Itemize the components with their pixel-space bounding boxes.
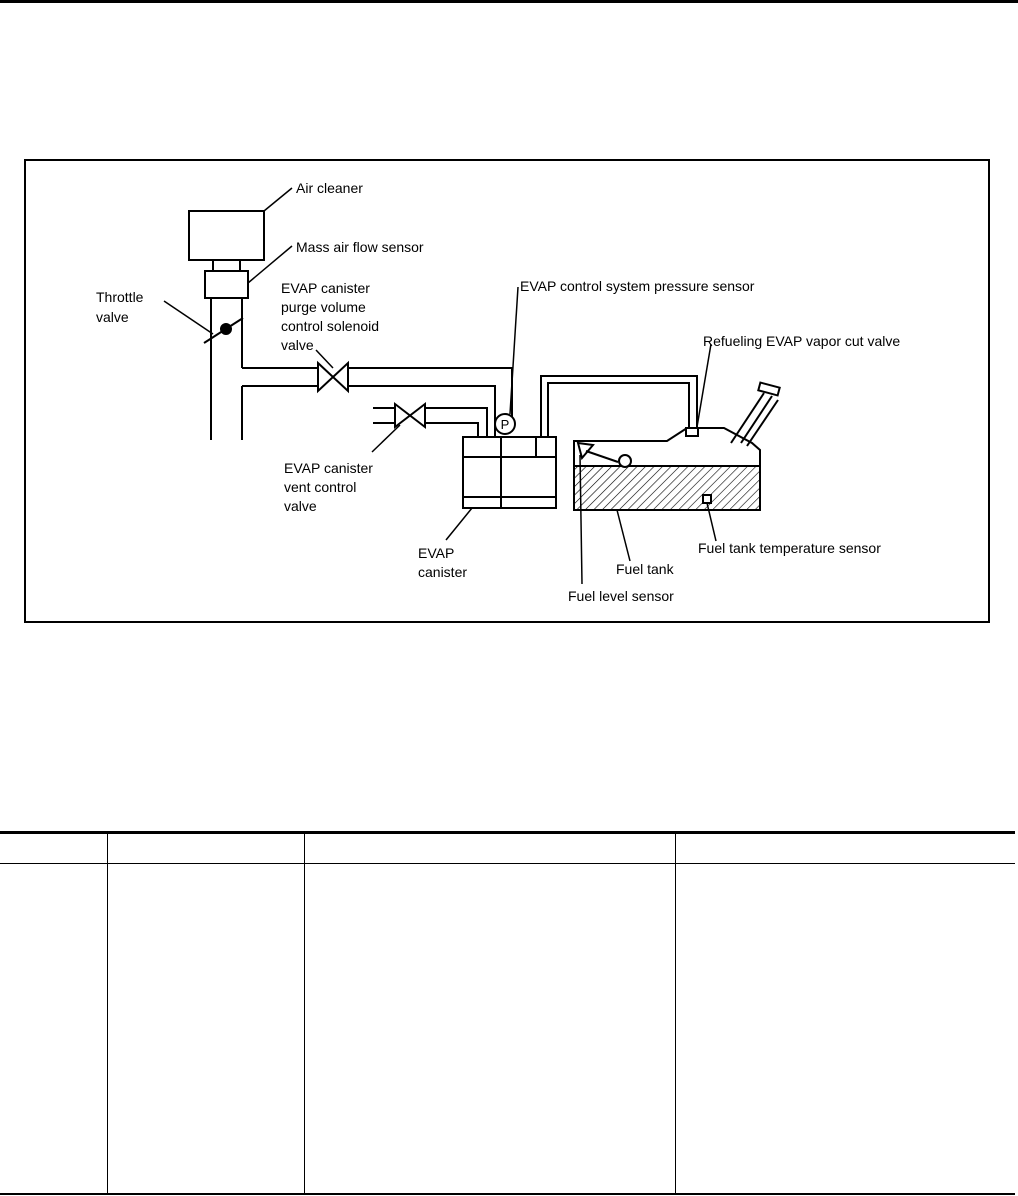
data-table xyxy=(0,831,1015,1196)
fuel-level-float xyxy=(618,454,632,468)
fuel-tank-outline xyxy=(573,427,761,511)
evap-system-diagram xyxy=(24,159,990,623)
label-canister-line-2: canister xyxy=(418,564,467,580)
label-fuel-level-sensor: Fuel level sensor xyxy=(568,588,674,604)
label-purge-valve-line-3: control solenoid xyxy=(281,318,379,334)
label-vent-valve-line-3: valve xyxy=(284,498,317,514)
filler-cap xyxy=(757,381,781,397)
label-canister-line-1: EVAP xyxy=(418,545,454,561)
table-top-rule xyxy=(0,831,1015,834)
pressure-sensor-symbol xyxy=(494,413,516,435)
label-purge-valve-line-4: valve xyxy=(281,337,314,353)
table-col-divider-3 xyxy=(675,834,676,1193)
pressure-sensor-p: P xyxy=(501,417,510,432)
label-fuel-temp-sensor: Fuel tank temperature sensor xyxy=(698,540,881,556)
label-vent-valve-line-2: vent control xyxy=(284,479,356,495)
label-fuel-tank: Fuel tank xyxy=(616,561,675,577)
table-col-divider-2 xyxy=(304,834,305,1193)
label-vent-valve-line-1: EVAP canister xyxy=(284,460,373,476)
fuel-temp-sensor-box xyxy=(702,494,712,504)
label-purge-valve-line-1: EVAP canister xyxy=(281,280,370,296)
label-throttle-line-2: valve xyxy=(96,309,129,325)
air-cleaner-box xyxy=(188,210,265,261)
label-air-cleaner: Air cleaner xyxy=(296,180,363,196)
label-vapor-cut-valve: Refueling EVAP vapor cut valve xyxy=(703,333,900,349)
table-bottom-rule xyxy=(0,1193,1015,1195)
mass-air-flow-sensor-box xyxy=(204,270,249,299)
evap-canister-box xyxy=(462,436,557,509)
label-pressure-sensor: EVAP control system pressure sensor xyxy=(520,278,755,294)
table-col-divider-1 xyxy=(107,834,108,1193)
table-header-rule xyxy=(0,863,1015,864)
fuel-hatch xyxy=(575,466,759,509)
vent-valve-symbol xyxy=(394,401,426,430)
label-throttle-line-1: Throttle xyxy=(96,289,144,305)
label-purge-valve-line-2: purge volume xyxy=(281,299,366,315)
purge-valve-symbol xyxy=(317,360,349,394)
diagram-drawing: P Air cleaner Mass air flow sensor Throt… xyxy=(96,180,900,604)
label-mass-air-flow-sensor: Mass air flow sensor xyxy=(296,239,424,255)
top-rule xyxy=(0,0,1018,3)
throttle-shaft xyxy=(220,323,232,335)
vapor-cut-valve-box xyxy=(685,427,699,437)
